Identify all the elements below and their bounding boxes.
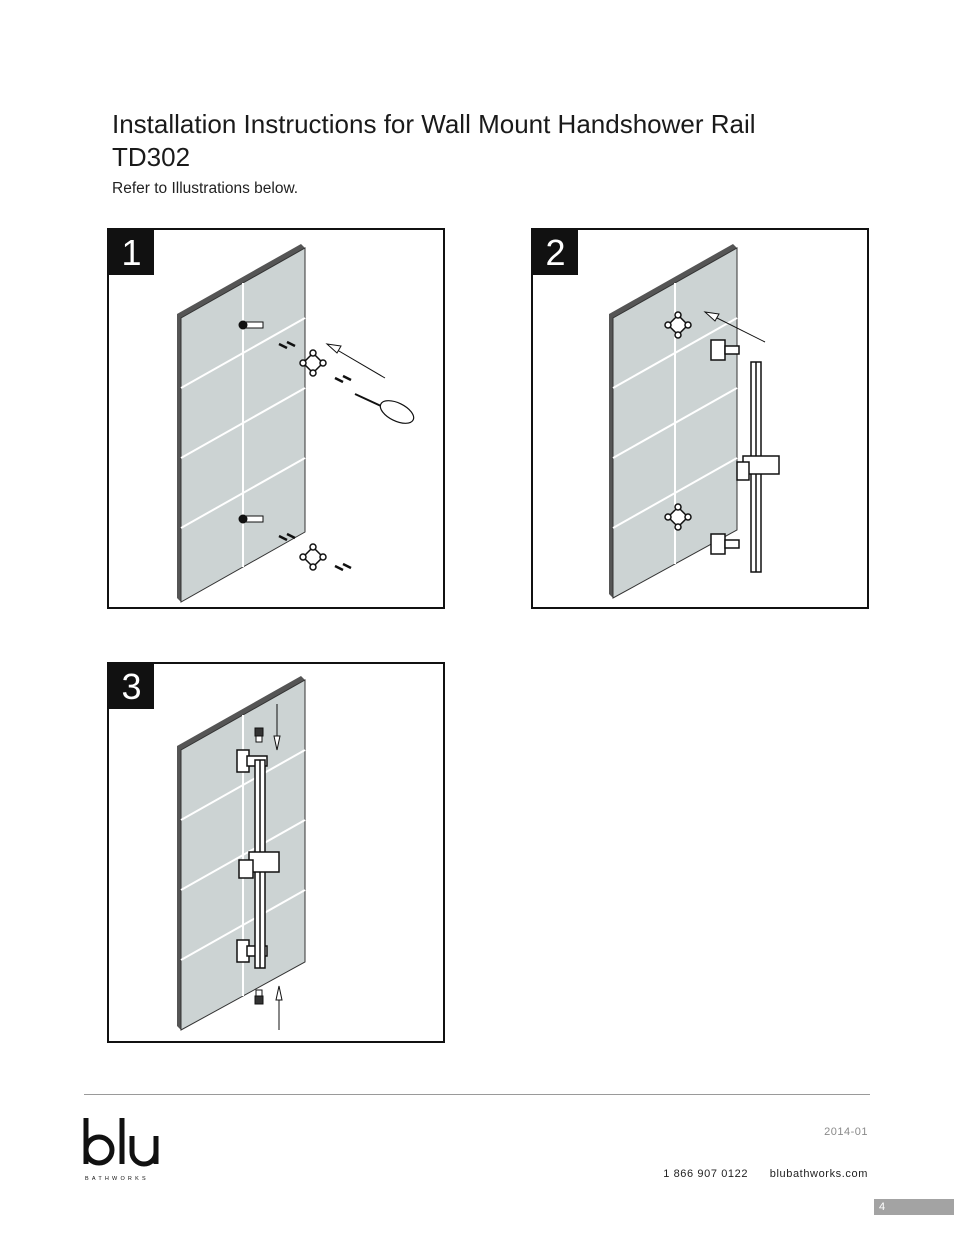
flange-top [710,339,740,361]
step-1-illustration: 1 [107,228,445,609]
title-line-2: TD302 [112,142,191,172]
document-date: 2014-01 [824,1126,868,1138]
set-screw-bottom-icon [254,989,264,1005]
website-link[interactable]: blubathworks.com [769,1168,868,1180]
mounting-bracket-bottom [299,543,327,571]
step-1-drawing [177,244,415,603]
screwdriver-icon [354,393,415,424]
page-number: 4 [874,1199,954,1215]
insert-arrow-down [273,704,281,751]
set-screw-top-icon [254,727,264,743]
step-number-2: 2 [533,230,578,275]
title-line-1: Installation Instructions for Wall Mount… [112,109,756,139]
wall-anchor-bottom [238,514,264,524]
step-number-1: 1 [109,230,154,275]
step-3-drawing [177,676,306,1031]
step-number-3: 3 [109,664,154,709]
flange-bottom [710,533,740,555]
phone-number: 1 866 907 0122 [663,1168,749,1180]
handshower-holder [736,455,780,481]
insert-arrow-up [275,985,283,1030]
svg-text:BATHWORKS: BATHWORKS [85,1176,149,1182]
screws [278,340,352,572]
handshower-holder [238,851,280,879]
insert-arrow [325,343,386,379]
step-2-illustration: 2 [531,228,869,609]
blu-logo-icon: BATHWORKS [83,1118,159,1182]
wall-anchor-top [238,320,264,330]
footer-divider [84,1094,870,1095]
mounting-bracket-top [299,349,327,377]
mounted-bracket-bottom [664,503,692,531]
step-3-illustration: 3 [107,662,445,1043]
page-title: Installation Instructions for Wall Mount… [112,108,872,174]
brand-logo: BATHWORKS [82,1114,166,1184]
contact-info: 1 866 907 0122 blubathworks.com [663,1168,868,1180]
mount-arrow [703,311,766,343]
mounted-bracket-top [664,311,692,339]
page-subtitle: Refer to Illustrations below. [112,180,299,197]
step-2-drawing [609,244,780,599]
